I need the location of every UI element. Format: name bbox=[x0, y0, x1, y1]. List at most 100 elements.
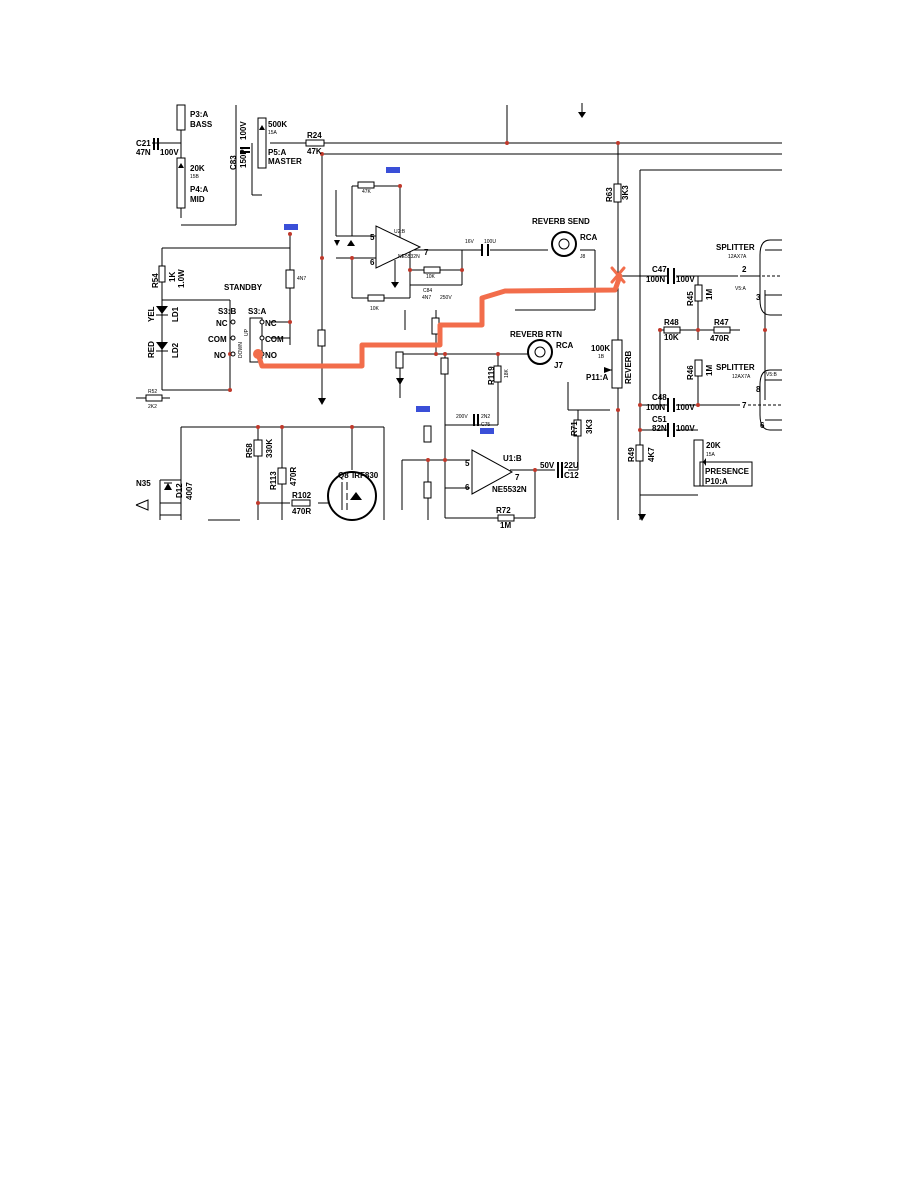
u1b-part: NE5532N bbox=[492, 485, 527, 494]
u2b-pin5: 5 bbox=[370, 233, 375, 242]
opamp-u1b: 5 6 7 U1:B NE5532N bbox=[416, 406, 527, 495]
u1b-pin6: 6 bbox=[465, 483, 470, 492]
pot-mid-value: 20K bbox=[190, 164, 205, 173]
s3a-label: S3:A bbox=[248, 307, 266, 316]
c51-value: 82N bbox=[652, 424, 667, 433]
res-r45: R45 1M bbox=[686, 284, 714, 306]
r119-value: 18K bbox=[504, 368, 510, 378]
r52-value: 2K2 bbox=[148, 404, 157, 410]
c21-voltage: 100V bbox=[160, 148, 179, 157]
r54-power: 1.0W bbox=[177, 269, 186, 288]
pot-reverb-taper: 1B bbox=[598, 354, 605, 360]
c48-voltage: 100V bbox=[676, 403, 695, 412]
jack-send-ref: J8 bbox=[580, 254, 586, 260]
switch-up: UP bbox=[244, 328, 250, 336]
c83-ref: C83 bbox=[229, 155, 238, 170]
u1b-ref: U1:B bbox=[503, 454, 522, 463]
tube-v5b-type: 12AX7A bbox=[732, 374, 751, 380]
tube-v5b-pin8: 8 bbox=[756, 385, 761, 394]
cap-c12: 50V 22U C12 bbox=[540, 461, 579, 480]
cap-c47: C47 100N 100V bbox=[646, 265, 695, 284]
res-vertical-left bbox=[317, 183, 622, 499]
cap-c75: 200V 2N2 C75 bbox=[456, 414, 490, 428]
pot-master-taper: 15A bbox=[268, 130, 278, 136]
r63-value: 3K3 bbox=[621, 185, 630, 200]
c21-value: 47N bbox=[136, 148, 151, 157]
r58-ref: R58 bbox=[245, 443, 254, 458]
res-r84: 47K bbox=[357, 181, 375, 195]
ld2-color: RED bbox=[147, 341, 156, 358]
pot-mid-ref: P4:A bbox=[190, 185, 208, 194]
c51-voltage: 100V bbox=[676, 424, 695, 433]
cap-c83: C83 150P 100V bbox=[229, 121, 250, 170]
cap-c84: C84 4N7 250V bbox=[422, 288, 452, 301]
res-r46: R46 1M bbox=[686, 359, 714, 380]
pot-master-name: MASTER bbox=[268, 157, 302, 166]
pot-master-ref: P5:A bbox=[268, 148, 286, 157]
c75-value: 2N2 bbox=[481, 414, 490, 420]
res-r58: R58 330K bbox=[245, 439, 274, 458]
switch-down: DOWN bbox=[238, 342, 244, 358]
pot-bass-ref: P3:A bbox=[190, 110, 208, 119]
u2b-ref: U2:B bbox=[394, 229, 406, 235]
n35-label: N35 bbox=[136, 479, 151, 488]
r71-value: 3K3 bbox=[585, 419, 594, 434]
c75-voltage: 200V bbox=[456, 414, 468, 420]
res-r113: R113 470R bbox=[269, 467, 298, 490]
jack-send-label: REVERB SEND bbox=[532, 217, 590, 226]
u2b-pin7: 7 bbox=[424, 248, 429, 257]
c47-voltage: 100V bbox=[676, 275, 695, 284]
ld1-color: YEL bbox=[147, 306, 156, 322]
c83-voltage: 100V bbox=[239, 121, 248, 140]
r119-ref: R119 bbox=[487, 366, 496, 385]
r63-ref: R63 bbox=[605, 187, 614, 202]
res-r77: 10K bbox=[367, 294, 385, 312]
s3a-nc: NC bbox=[265, 319, 277, 328]
jack-rtn-label: REVERB RTN bbox=[510, 330, 562, 339]
pot-presence-ref: P10:A bbox=[705, 477, 728, 486]
r49-ref: R49 bbox=[627, 447, 636, 462]
r47-value: 470R bbox=[710, 334, 729, 343]
tube-v5a: SPLITTER 12AX7A 2 3 V5:A bbox=[716, 239, 782, 316]
pot-master-value: 500K bbox=[268, 120, 287, 129]
pot-reverb-name: REVERB bbox=[624, 350, 633, 384]
pot-reverb-ref: P11:A bbox=[586, 373, 608, 382]
opamp-u2b: 5 6 7 U2:B NE5532N bbox=[370, 167, 429, 269]
res-r48: R48 10K bbox=[663, 318, 681, 342]
c12-voltage: 50V bbox=[540, 461, 555, 470]
c84-voltage: 250V bbox=[440, 295, 452, 301]
r24-value: 47K bbox=[307, 147, 322, 156]
d12-part: 4007 bbox=[185, 482, 194, 500]
pot-presence-taper: 15A bbox=[706, 452, 716, 458]
tube-v5b: SPLITTER 12AX7A 8 7 6 V5:B bbox=[716, 363, 782, 431]
r58-value: 330K bbox=[265, 439, 274, 458]
jack-rtn-ref: J7 bbox=[554, 361, 563, 370]
pot-reverb-value: 100K bbox=[591, 344, 610, 353]
u1b-pin5: 5 bbox=[465, 459, 470, 468]
c84-ref: C84 bbox=[423, 288, 432, 294]
r46-value: 1M bbox=[705, 365, 714, 376]
d12-ref: D12 bbox=[175, 483, 184, 498]
r102-ref: R102 bbox=[292, 491, 312, 500]
c51-ref: C51 bbox=[652, 415, 667, 424]
jack-reverb-send: REVERB SEND RCA J8 bbox=[532, 217, 598, 260]
pot-master: 500K 15A P5:A MASTER bbox=[257, 117, 302, 169]
tube-v5b-ref: V5:B bbox=[766, 372, 778, 378]
pot-mid-taper: 15B bbox=[190, 174, 200, 180]
tube-v5b-pin6: 6 bbox=[760, 421, 765, 430]
res-r72: R72 1M bbox=[496, 506, 515, 530]
c83-value: 150P bbox=[239, 149, 248, 168]
r24-ref: R24 bbox=[307, 131, 322, 140]
res-r49: R49 4K7 bbox=[627, 444, 656, 462]
s3b-no: NO bbox=[214, 351, 226, 360]
diodes-clamp bbox=[334, 240, 355, 246]
jack-send-type: RCA bbox=[580, 233, 598, 242]
highlight-signal-path bbox=[253, 266, 626, 369]
s3a-no: NO bbox=[265, 351, 277, 360]
junction-dots bbox=[228, 141, 767, 505]
r113-ref: R113 bbox=[269, 471, 278, 490]
cap-c33: 16V 100U bbox=[465, 239, 496, 256]
ld1-ref: LD1 bbox=[171, 306, 180, 322]
jack-reverb-rtn: REVERB RTN RCA J7 bbox=[510, 330, 574, 370]
s3a-com: COM bbox=[265, 335, 284, 344]
